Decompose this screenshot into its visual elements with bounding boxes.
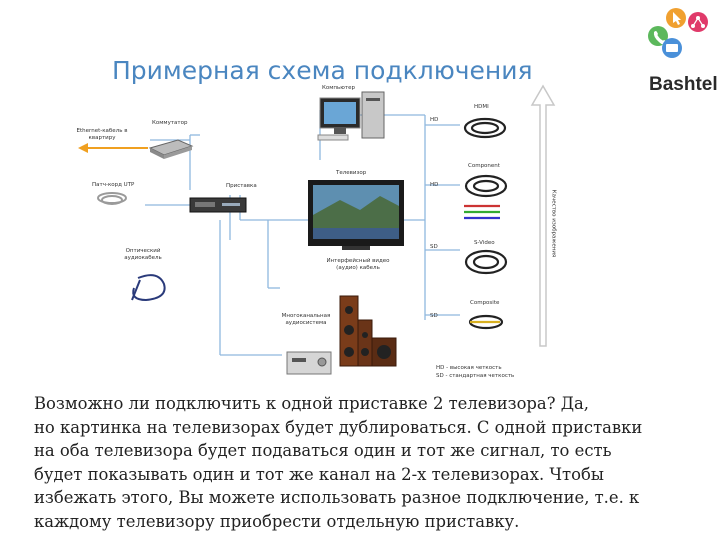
brand-name: Bashtel	[649, 74, 718, 95]
quality-mark-composite: SD	[430, 313, 438, 319]
label-ethernet: Ethernet-кабель в квартиру	[76, 128, 128, 141]
hdmi-cable	[463, 117, 507, 139]
paragraph-line: каждому телевизору приобрести отдельную …	[34, 511, 520, 531]
commutator-device	[148, 139, 194, 159]
quality-mark-s-video: SD	[430, 244, 438, 250]
label-commutator: Коммутатор	[152, 120, 188, 126]
quality-arrow	[530, 84, 556, 347]
stb-device	[189, 197, 247, 213]
label-computer: Компьютер	[322, 85, 355, 91]
computer-device	[317, 91, 385, 141]
composite-cable	[468, 314, 504, 330]
paragraph-line: будет показывать один и тот же канал на …	[34, 464, 604, 484]
paragraph-line: на оба телевизора будет подаваться один …	[34, 441, 612, 460]
component-cable	[464, 174, 508, 220]
legend-sd: SD - стандартная четкость	[436, 373, 515, 379]
quality-axis-label: Качество изображения	[550, 189, 557, 258]
label-interface-cable: Интерфейсный видео (аудио) кабель	[326, 258, 390, 271]
tv-device	[308, 180, 404, 250]
label-composite: Composite	[470, 300, 500, 306]
label-component: Component	[468, 163, 500, 169]
paragraph-line: но картинка на телевизорах будет дублиро…	[34, 417, 643, 437]
page-title: Примерная схема подключения	[112, 56, 533, 85]
label-hdmi: HDMI	[474, 104, 489, 110]
label-stb: Приставка	[226, 183, 257, 189]
ethernet-arrow	[78, 143, 148, 153]
label-optical: Оптический аудиокабель	[124, 248, 162, 261]
bashtel-logo-icon	[648, 8, 708, 58]
label-tv: Телевизор	[336, 170, 367, 176]
connection-diagram	[78, 84, 556, 375]
paragraph-line: избежать этого, Вы можете использовать р…	[34, 488, 640, 507]
patchcord-cable	[97, 192, 127, 205]
label-audio-system: Многоканальная аудиосистема	[281, 313, 331, 326]
optical-cable	[131, 274, 166, 302]
paragraph-line: Возможно ли подключить к одной приставке…	[34, 394, 590, 413]
label-patchcord: Патч-корд UTP	[92, 182, 135, 188]
label-s-video: S-Video	[474, 240, 495, 246]
body-paragraph: Возможно ли подключить к одной приставке…	[34, 392, 714, 533]
s-video-cable	[464, 249, 508, 275]
quality-mark-hdmi: HD	[430, 117, 439, 123]
audio-system-device	[286, 295, 397, 375]
quality-mark-component: HD	[430, 182, 439, 188]
legend-hd: HD - высокая четкость	[436, 365, 502, 371]
